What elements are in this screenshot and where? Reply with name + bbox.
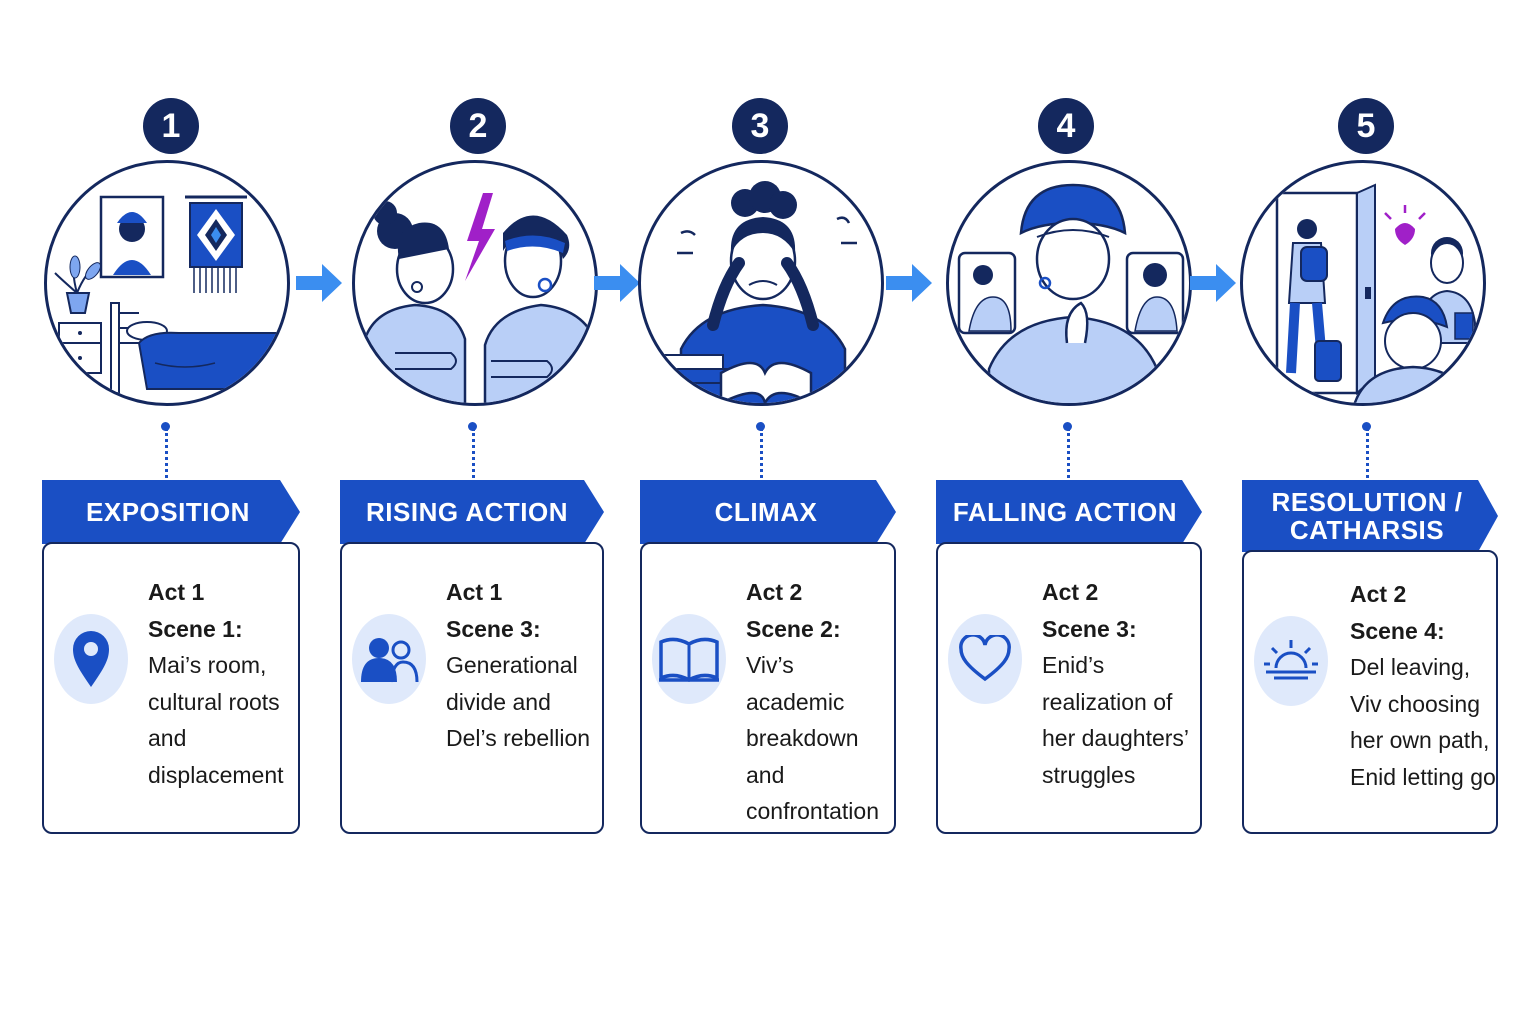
open-book-icon	[652, 614, 726, 704]
act-label: Act 1	[446, 579, 503, 605]
connector-line	[472, 428, 475, 478]
stage-title-banner: EXPOSITION	[42, 480, 300, 544]
scene-label: Scene 3:	[1042, 615, 1137, 642]
description-line: and	[148, 725, 187, 751]
connector-dot	[756, 422, 765, 431]
description-line: Del’s rebellion	[446, 725, 591, 751]
description-line: her own path,	[1350, 727, 1490, 753]
act-label: Act 2	[746, 579, 803, 605]
description-line: divide and	[446, 688, 551, 715]
stage-title: RESOLUTION / CATHARSIS	[1271, 487, 1463, 545]
connector-dot	[1063, 422, 1072, 431]
description-line: Mai’s room,	[148, 652, 267, 678]
location-pin-icon	[54, 614, 128, 704]
stage-title-banner: RESOLUTION / CATHARSIS	[1242, 480, 1498, 552]
stage-title: CLIMAX	[714, 497, 818, 527]
description-line: Viv’s academic	[746, 652, 845, 715]
stage-title-banner: FALLING ACTION	[936, 480, 1202, 544]
connector-line	[1366, 428, 1369, 478]
stage-card: Act 2 Scene 4: Del leaving, Viv choosing…	[1242, 550, 1498, 834]
description-line: her daughters’	[1042, 725, 1190, 751]
description-line: confrontation	[746, 798, 879, 824]
flow-arrow-icon	[594, 264, 640, 302]
flow-arrow-icon	[296, 264, 342, 302]
connector-line	[760, 428, 763, 478]
description-line: cultural roots	[148, 688, 280, 715]
stage-number-badge: 5	[1338, 98, 1394, 154]
flow-arrow-icon	[886, 264, 932, 302]
stage-card: Act 2 Scene 3: Enid’s realization of her…	[936, 542, 1202, 834]
description-line: Del leaving,	[1350, 654, 1471, 680]
stage-card: Act 1 Scene 1: Mai’s room, cultural root…	[42, 542, 300, 834]
stage-number-badge: 2	[450, 98, 506, 154]
description-line: Enid’s	[1042, 652, 1105, 678]
stage-number-badge: 4	[1038, 98, 1094, 154]
argument-illustration	[352, 160, 598, 406]
connector-dot	[1362, 422, 1371, 431]
stressed-student-illustration	[638, 160, 884, 406]
sunrise-icon	[1254, 616, 1328, 706]
stage-title-banner: CLIMAX	[640, 480, 896, 544]
connector-line	[165, 428, 168, 478]
description-line: Viv choosing	[1350, 690, 1480, 717]
stage-card: Act 2 Scene 2: Viv’s academic breakdown …	[640, 542, 896, 834]
act-label: Act 1	[148, 579, 205, 605]
connector-dot	[161, 422, 170, 431]
scene-label: Scene 3:	[446, 615, 541, 642]
description-line: realization of	[1042, 688, 1173, 715]
stage-number-badge: 3	[732, 98, 788, 154]
bedroom-illustration	[44, 160, 290, 406]
reflecting-mother-illustration	[946, 160, 1192, 406]
connector-dot	[468, 422, 477, 431]
scene-label: Scene 4:	[1350, 617, 1445, 644]
description-line: struggles	[1042, 761, 1136, 788]
departure-illustration	[1240, 160, 1486, 406]
stage-title: EXPOSITION	[86, 497, 250, 527]
stage-title: FALLING ACTION	[952, 497, 1178, 527]
description-line: displacement	[148, 761, 284, 788]
act-label: Act 2	[1042, 579, 1099, 605]
scene-label: Scene 2:	[746, 615, 841, 642]
stage-title: RISING ACTION	[366, 497, 568, 527]
act-label: Act 2	[1350, 581, 1407, 607]
stage-number-badge: 1	[143, 98, 199, 154]
stage-title-banner: RISING ACTION	[340, 480, 604, 544]
heart-icon	[948, 614, 1022, 704]
description-line: Enid letting go	[1350, 763, 1496, 790]
connector-line	[1067, 428, 1070, 478]
flow-arrow-icon	[1190, 264, 1236, 302]
description-line: Generational	[446, 652, 578, 678]
scene-label: Scene 1:	[148, 615, 243, 642]
stage-card: Act 1 Scene 3: Generational divide and D…	[340, 542, 604, 834]
people-icon	[352, 614, 426, 704]
description-line: breakdown and	[746, 725, 859, 788]
